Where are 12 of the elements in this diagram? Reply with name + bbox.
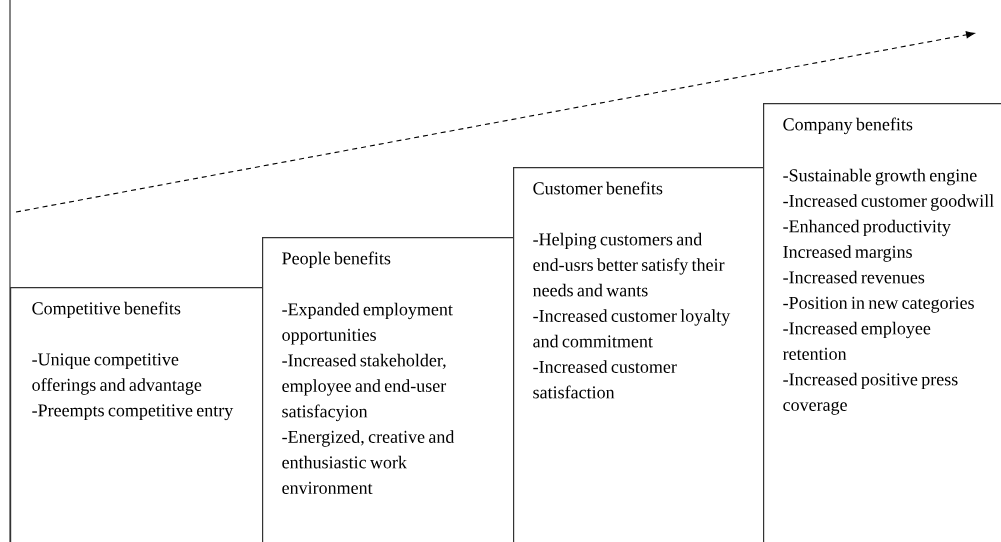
node-label: -Energized, creative and enthusiastic work environment [282,430,455,494]
node-label: -Increased customer satisfaction [533,360,677,399]
step-box: Company benefits -Sustainable growth engine -Increased customer goodwill -Enhanced productivity Increased margins -Increased revenues -Position in new categories -Increased employee retention -Increased positive press coverage [763,103,1001,542]
node-label: -Increased customer loyalty and commitment [533,309,731,348]
step-box: Competitive benefits -Unique competitive offerings and advantage -Preempts competitive entry [10,287,264,542]
node-label: -Expanded employment opportunities [282,302,453,345]
step-box: People benefits -Expanded employment opportunities -Increased stakeholder, employee and end-user satisfacyion -Energized, creative and enthusiastic work environment [262,237,516,542]
node-label: -Increased stakeholder, employee and end-user satisfacyion [282,353,447,422]
node-label: People benefits [282,251,391,269]
node-label: -Helping customers and end-usrs better satisfy their needs and wants [533,232,725,297]
step-box: Customer benefits -Helping customers and end-usrs better satisfy their needs and wants -Increased customer loyalty and commitment -Increased customer satisfaction [513,167,767,542]
node-label: Customer benefits [533,181,663,195]
